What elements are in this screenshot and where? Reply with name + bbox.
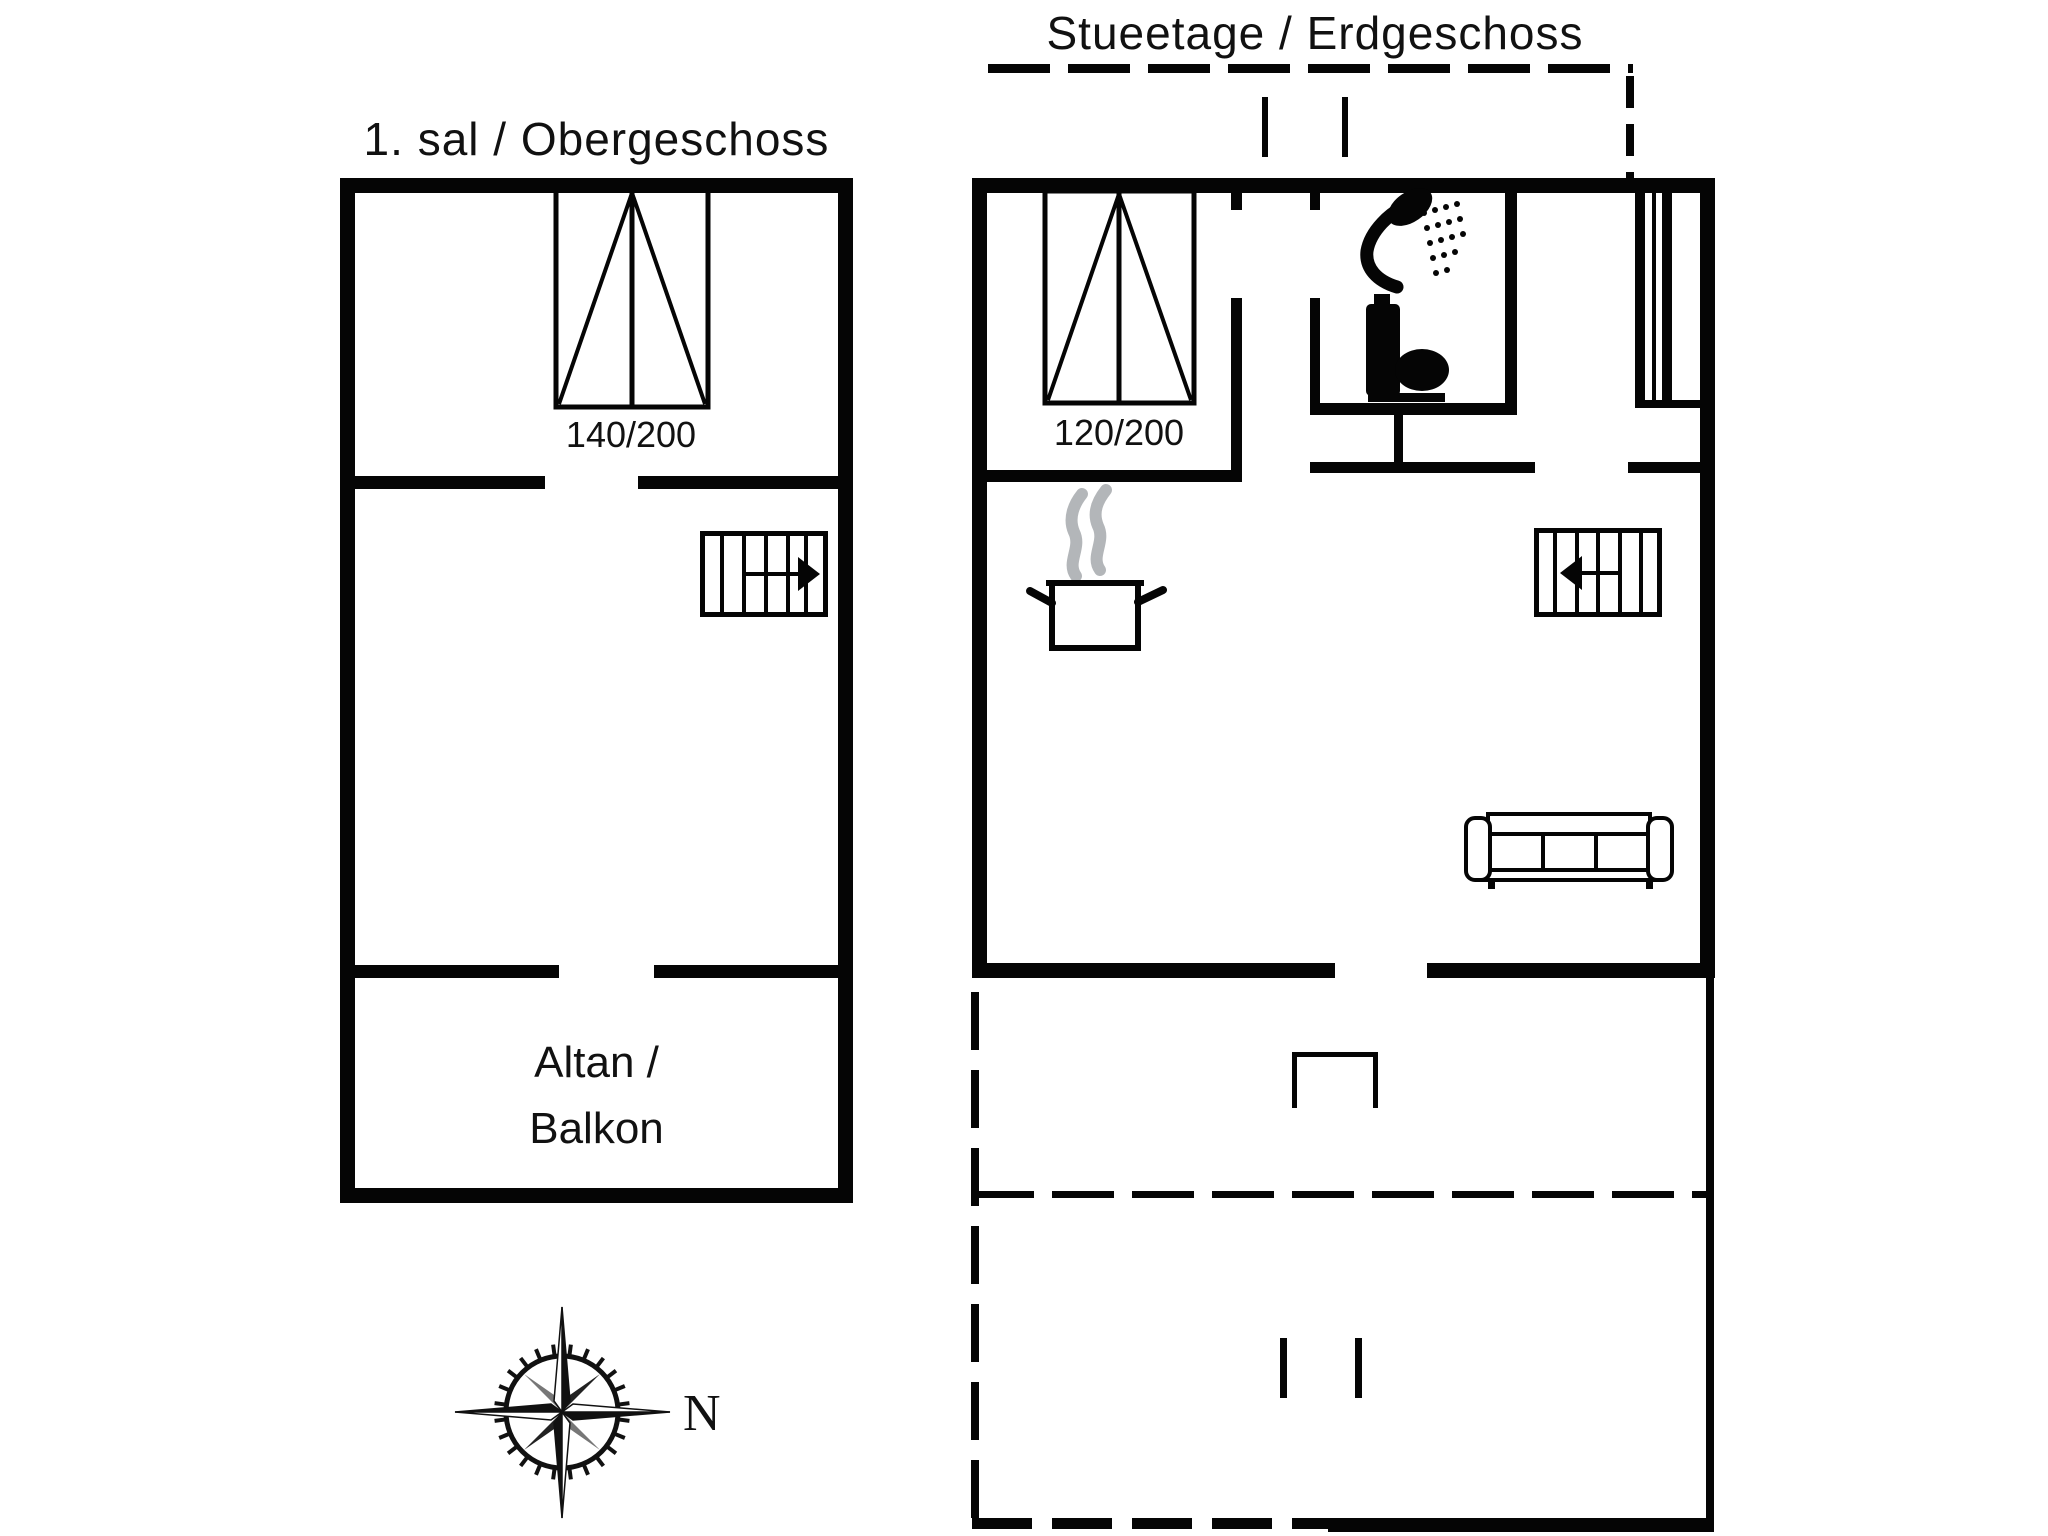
hall-wall-lower bbox=[1310, 298, 1320, 412]
window-bar-inner bbox=[1662, 190, 1672, 405]
ground-wall-left bbox=[972, 178, 987, 978]
sofa-icon bbox=[1464, 812, 1674, 889]
terrace-step-tick-left bbox=[1280, 1338, 1287, 1398]
porch-step-tick-left bbox=[1262, 97, 1268, 157]
bedroom-wall-right bbox=[1231, 298, 1242, 482]
terrace-bottom-edge bbox=[1328, 1518, 1714, 1532]
porch-dashed-line bbox=[988, 64, 1633, 73]
porch-dashed-corner bbox=[1626, 76, 1634, 180]
terrace-dashed-middle bbox=[972, 1191, 1712, 1198]
living-wall-right-segment bbox=[1628, 462, 1700, 473]
upper-bed-size-label: 140/200 bbox=[565, 414, 697, 455]
toilet-icon bbox=[1366, 294, 1449, 402]
terrace-step-tick-right bbox=[1355, 1338, 1362, 1398]
ground-floor-title: Stueetage / Erdgeschoss bbox=[1046, 7, 1584, 59]
balcony-label-line2: Balkon bbox=[529, 1104, 664, 1153]
upper-floor-title: 1. sal / Obergeschoss bbox=[363, 113, 830, 165]
hall-wall-stub bbox=[1310, 193, 1320, 210]
ground-wall-bottom-right-segment bbox=[1427, 963, 1715, 978]
living-wall-left-segment bbox=[1310, 462, 1535, 473]
shower-icon bbox=[1360, 188, 1466, 294]
upper-wall-top bbox=[340, 178, 853, 193]
terrace-dashed-left bbox=[971, 992, 979, 1520]
upper-wall-right bbox=[838, 178, 853, 1203]
window-glass-line bbox=[1652, 190, 1656, 402]
balcony-divider-wall-left-segment bbox=[347, 965, 559, 978]
compass-north-label: N bbox=[683, 1385, 721, 1442]
upper-wall-bottom bbox=[340, 1188, 853, 1203]
cooking-pot-icon bbox=[1026, 484, 1167, 651]
double-bed-icon bbox=[1042, 188, 1197, 406]
bathroom-wall-bottom bbox=[1310, 403, 1517, 415]
stairs-down-icon bbox=[1534, 528, 1662, 617]
porch-step-tick-right bbox=[1342, 97, 1348, 157]
bedroom-wall-stub bbox=[1231, 193, 1242, 210]
closet-wall-connector bbox=[1394, 415, 1403, 470]
window-bar-outer bbox=[1635, 190, 1645, 405]
upper-wall-left bbox=[340, 178, 355, 1203]
ground-bed-size-label: 120/200 bbox=[1053, 412, 1185, 453]
compass-rose-icon: N bbox=[454, 1306, 721, 1519]
double-bed-icon bbox=[553, 187, 711, 410]
bedroom-wall-bottom bbox=[972, 470, 1242, 482]
terrace-portal-right bbox=[1373, 1052, 1378, 1108]
terrace-portal-top bbox=[1292, 1052, 1378, 1057]
bathroom-wall-right bbox=[1505, 185, 1517, 415]
balcony-divider-wall-right-segment bbox=[654, 965, 845, 978]
terrace-right-edge bbox=[1706, 978, 1714, 1532]
upper-divider-wall-left-segment bbox=[347, 476, 545, 489]
upper-divider-wall-right-segment bbox=[638, 476, 845, 489]
terrace-portal-left bbox=[1292, 1052, 1297, 1108]
ground-wall-bottom-left-segment bbox=[972, 963, 1335, 978]
stairs-up-icon bbox=[700, 531, 828, 617]
balcony-label-line1: Altan / bbox=[534, 1038, 659, 1087]
ground-wall-right bbox=[1700, 178, 1715, 978]
terrace-dashed-bottom bbox=[972, 1518, 1328, 1529]
window-bottom-closure bbox=[1635, 400, 1703, 408]
balcony-label: Altan / Balkon bbox=[340, 1030, 853, 1162]
